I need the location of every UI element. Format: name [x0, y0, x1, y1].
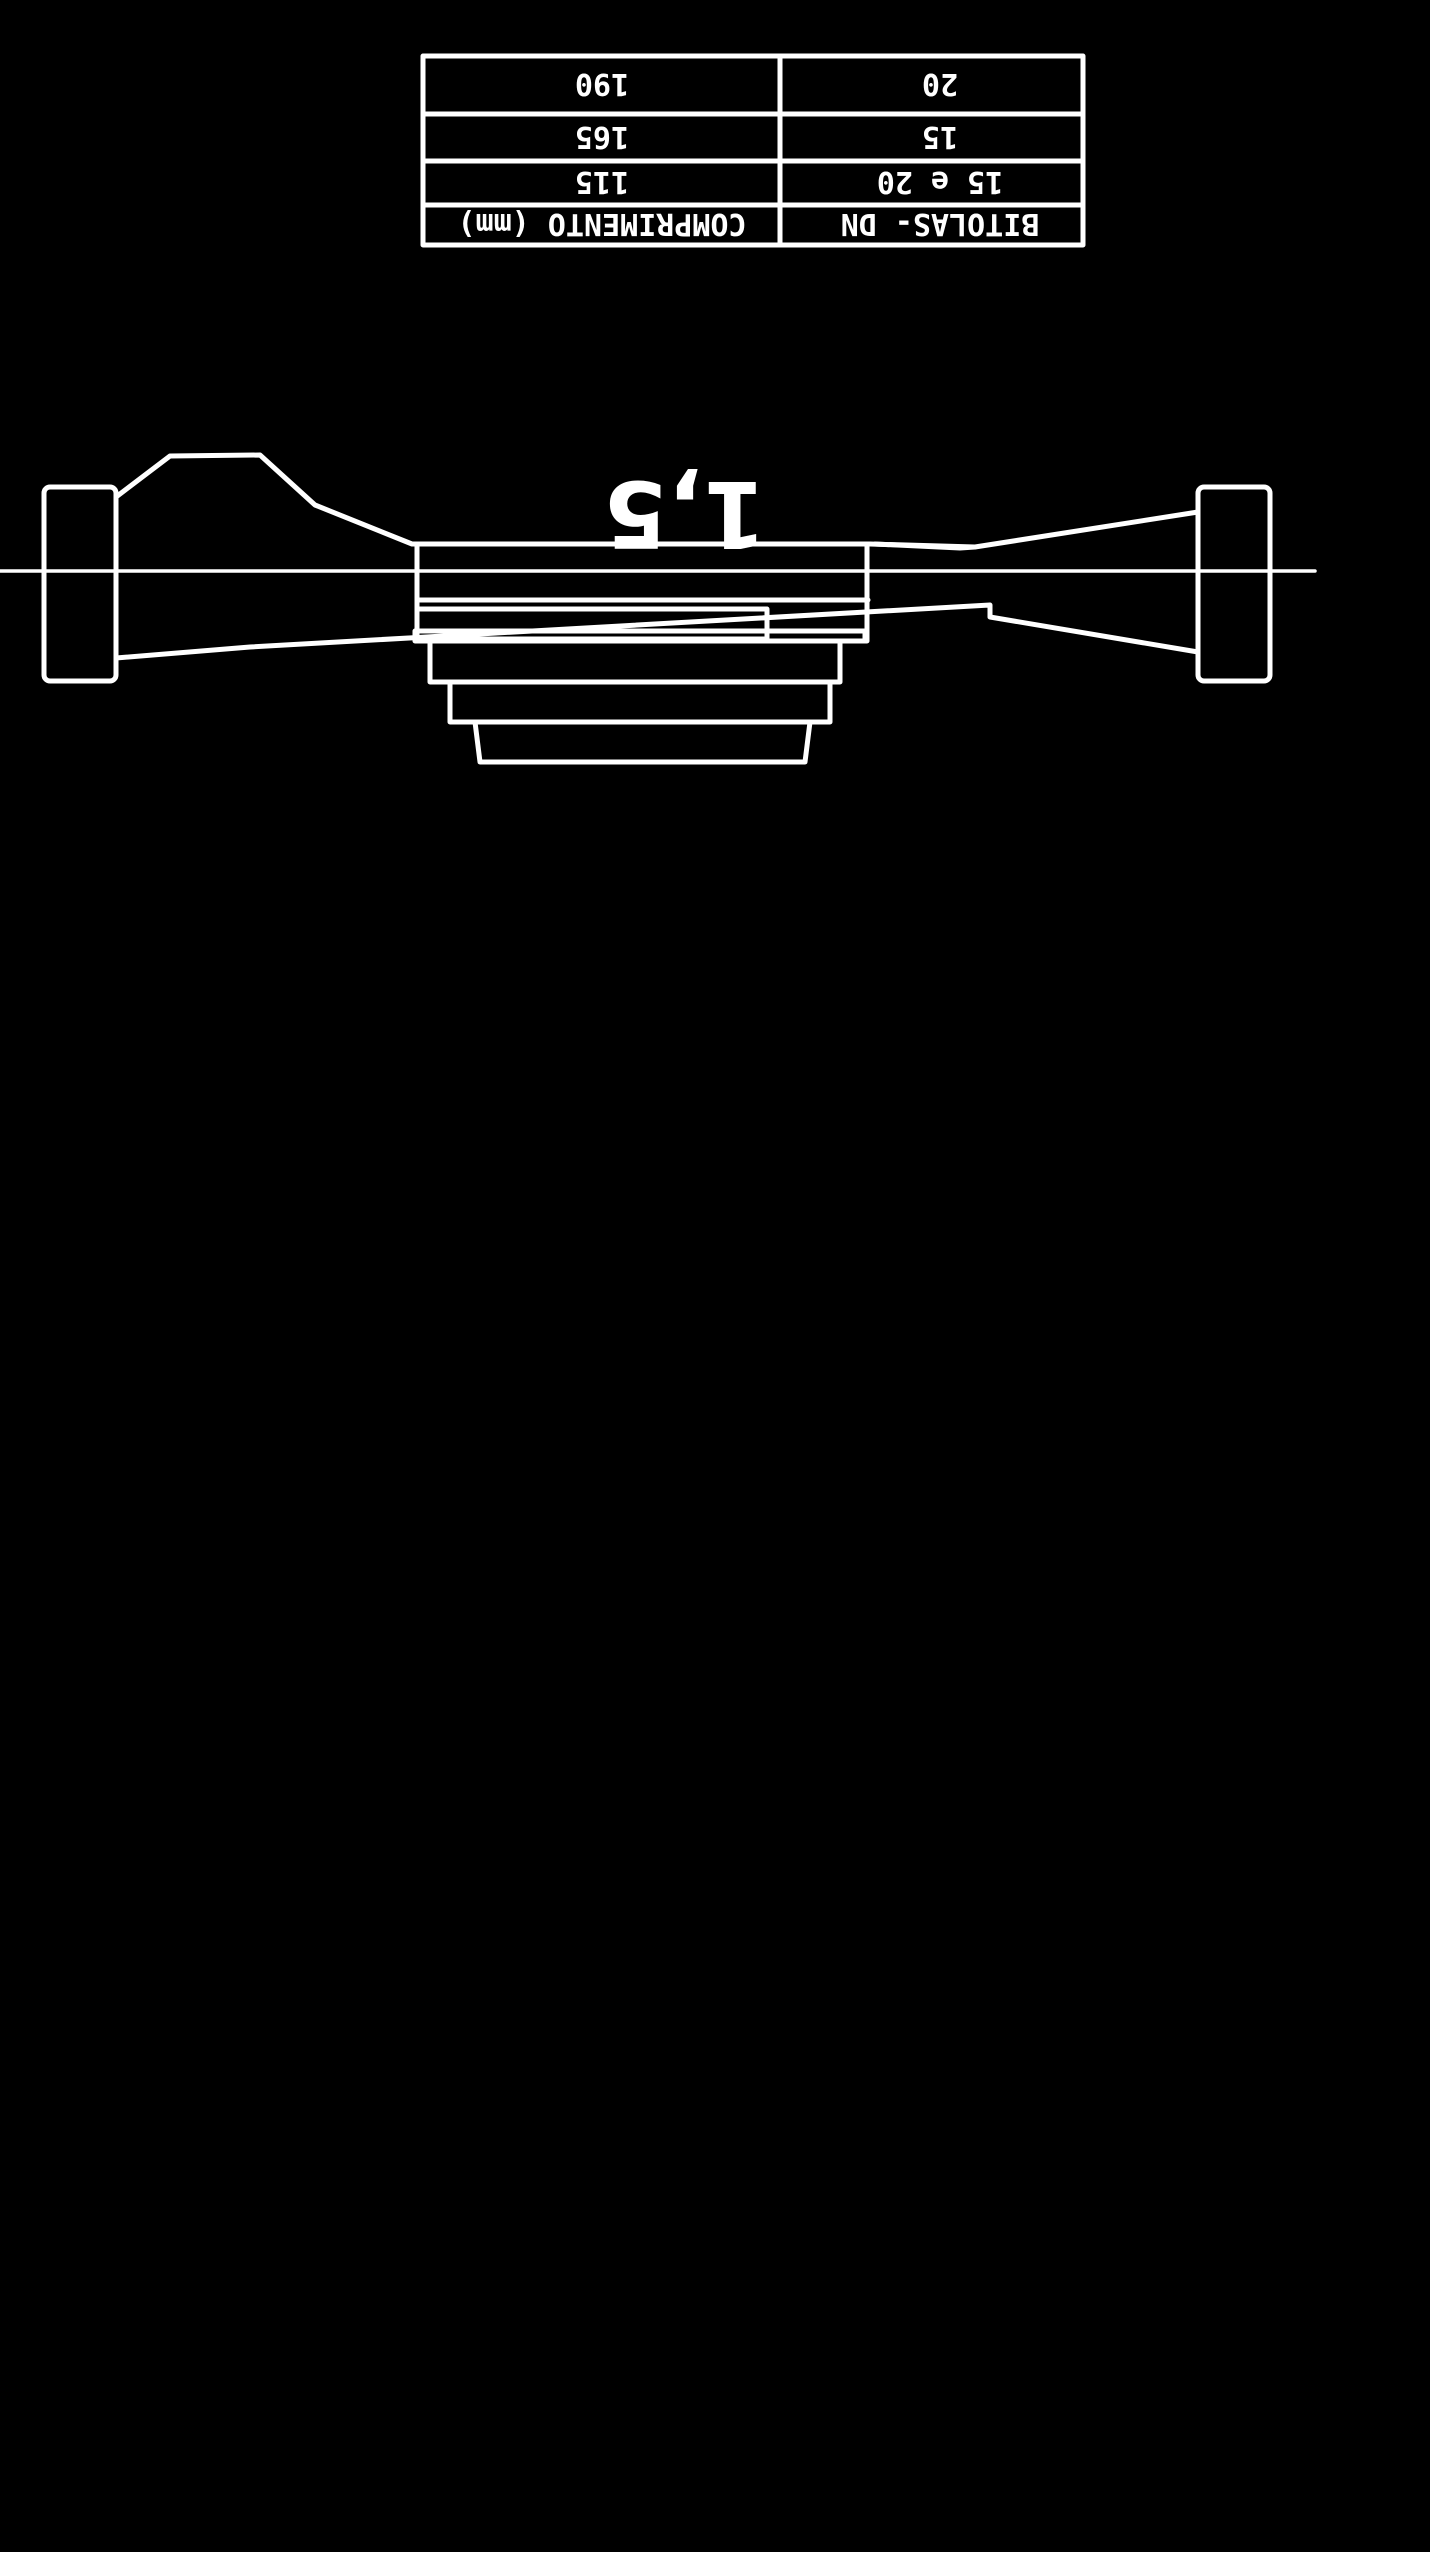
table-cell-dn-1: 15 e 20: [877, 164, 1003, 199]
meter-size-label-top: 1,5: [604, 460, 767, 567]
table-border: [420, 53, 1086, 248]
table-cell-length-3: 190: [575, 66, 629, 101]
table-header-bitolas: BITOLAS- DN: [841, 206, 1040, 241]
rotated-content: COMPRIMENTO (mm) BITOLAS- DN 115 15 e 20…: [0, 53, 1317, 765]
meter-view-top: 1,5: [0, 452, 1317, 765]
table-cell-dn-2: 15: [922, 119, 958, 154]
connector-left: [1195, 484, 1273, 684]
spec-table: COMPRIMENTO (mm) BITOLAS- DN 115 15 e 20…: [420, 53, 1086, 248]
body-step: [872, 541, 978, 551]
cover-layer-2: [447, 679, 833, 725]
table-cell-length-1: 115: [575, 164, 629, 199]
body-lower-outline: [113, 602, 1201, 661]
connector-right: [41, 484, 119, 684]
table-header-comprimento: COMPRIMENTO (mm): [458, 206, 747, 241]
cover-layer-1: [427, 638, 843, 685]
cover-layer-3: [472, 719, 813, 765]
table-cell-dn-3: 20: [922, 66, 958, 101]
register-top-edge: [412, 628, 868, 644]
table-cell-length-2: 165: [575, 119, 629, 154]
